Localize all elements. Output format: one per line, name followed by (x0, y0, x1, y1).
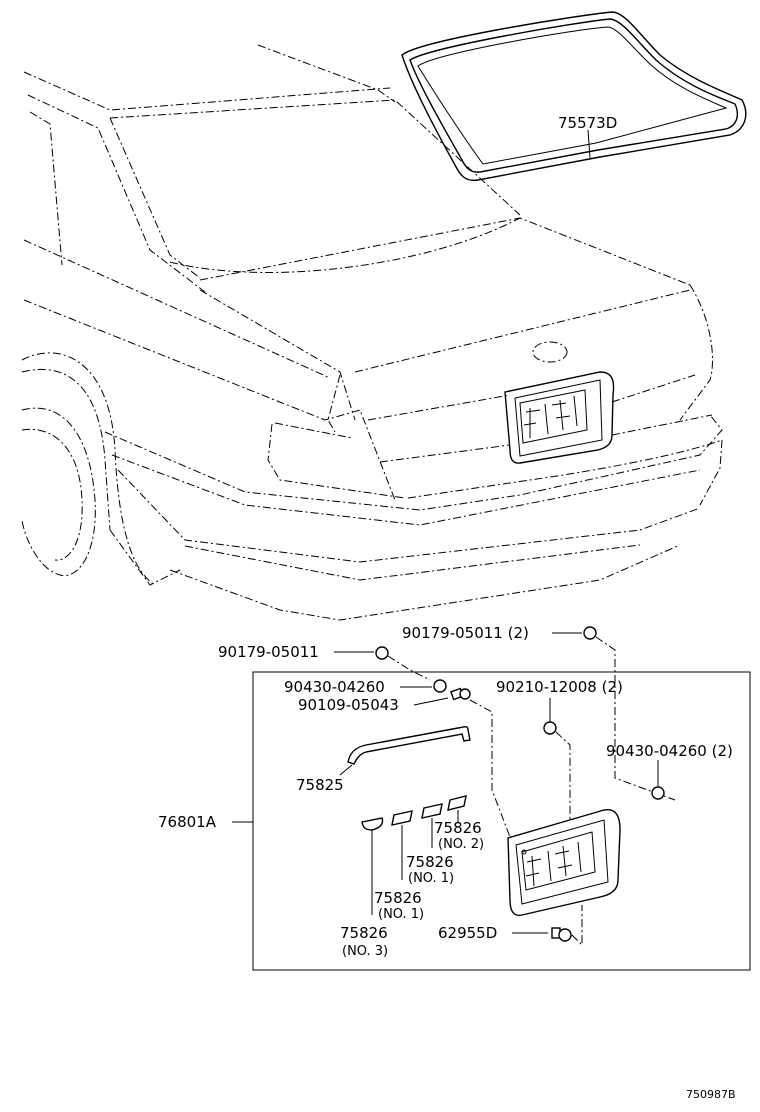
emblem-no2-part-label: 75826 (434, 819, 482, 837)
moulding-label: 75825 (296, 776, 344, 794)
fastener-part (551, 927, 572, 942)
emblem-no1b-note: (NO. 1) (378, 907, 424, 922)
plug-part (543, 721, 557, 735)
clip-nut-right-part (651, 786, 665, 800)
clip-nut-right-label: 90430-04260 (2) (606, 742, 733, 760)
emblem-no1a-part-label: 75826 (406, 853, 454, 871)
screw-part (450, 687, 471, 701)
clip-left-label: 90179-05011 (218, 643, 319, 661)
rear-window-weatherstrip (401, 11, 747, 182)
weatherstrip-part-label: 75573D (558, 114, 617, 132)
emblem-no1a-part (421, 803, 443, 819)
emblem-no3-note: (NO. 3) (342, 944, 388, 959)
moulding-part (347, 726, 471, 765)
emblem-no1a-note: (NO. 1) (408, 871, 454, 886)
vehicle-outline (21, 44, 723, 621)
clip-left-part (375, 646, 389, 660)
emblem-no3-part (361, 817, 384, 831)
clip-right-label: 90179-05011 (2) (402, 624, 529, 642)
clip-right-part (583, 626, 597, 640)
screw-label: 90109-05043 (298, 696, 399, 714)
emblem-no2-note: (NO. 2) (438, 837, 484, 852)
garnish-on-vehicle (504, 371, 615, 464)
clip-nut-left-label: 90430-04260 (284, 678, 385, 696)
emblem-no1b-part-label: 75826 (374, 889, 422, 907)
plug-label: 90210-12008 (2) (496, 678, 623, 696)
emblem-no3-part-label: 75826 (340, 924, 388, 942)
emblem-no2-part (447, 795, 467, 811)
assembly-box (252, 671, 751, 971)
fastener-label: 62955D (438, 924, 497, 942)
license-garnish-part (507, 809, 621, 917)
garnish-assembly-label: 76801A (158, 813, 217, 831)
clip-nut-left-part (433, 679, 447, 693)
drawing-reference: 750987B (686, 1088, 736, 1101)
emblem-no1b-part (391, 810, 413, 826)
